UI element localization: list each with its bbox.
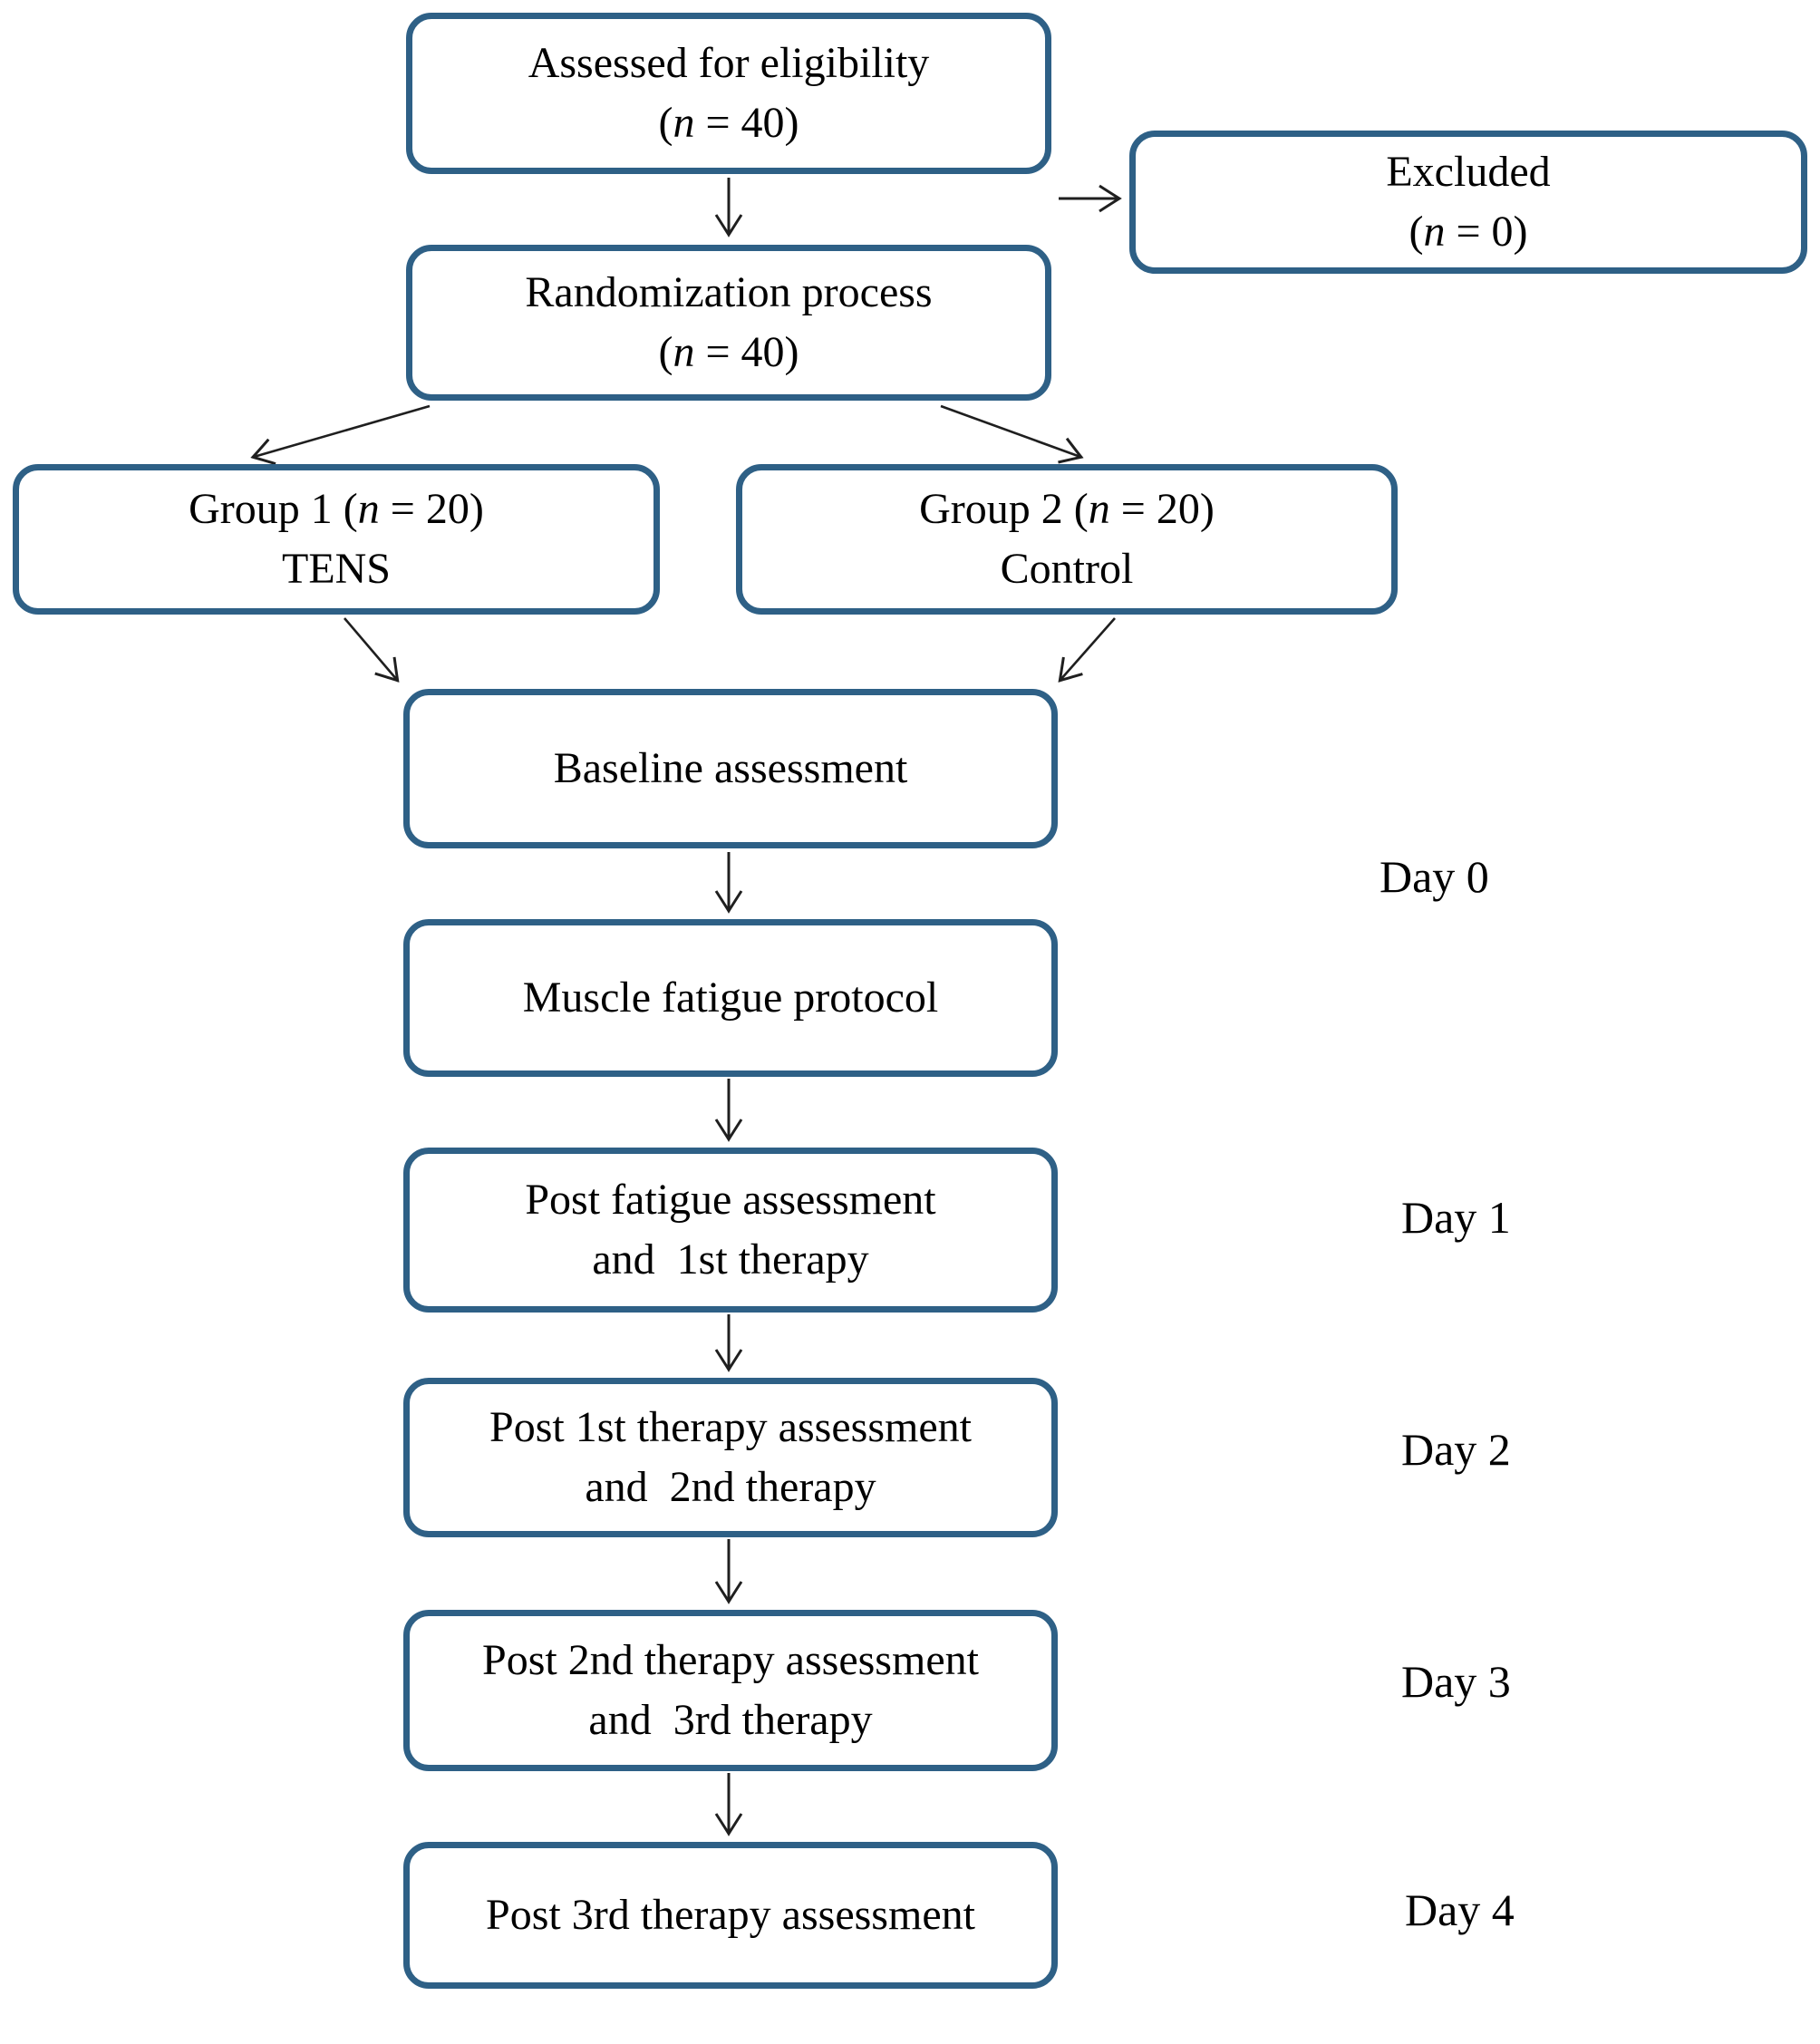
box-post-2nd-therapy-assessment: Post 2nd therapy assessment and 3rd ther… [403, 1610, 1058, 1771]
box-line: TENS [282, 545, 391, 593]
box-line: Post fatigue assessment [525, 1175, 936, 1224]
box-line: and 1st therapy [592, 1235, 869, 1284]
day-label-2: Day 2 [1401, 1424, 1511, 1475]
box-line: Control [1000, 545, 1134, 593]
box-post-1st-therapy-assessment: Post 1st therapy assessment and 2nd ther… [403, 1378, 1058, 1537]
arrow-group1-to-baseline [344, 617, 400, 683]
box-line: Assessed for eligibility [528, 38, 930, 87]
box-line: Group 2 (n = 20) [919, 484, 1215, 533]
box-line: Randomization process [525, 267, 933, 316]
day-label-4: Day 4 [1405, 1884, 1515, 1935]
box-line: Post 1st therapy assessment [489, 1402, 972, 1451]
box-line: and 3rd therapy [588, 1696, 873, 1744]
day-label-3: Day 3 [1401, 1656, 1511, 1707]
box-baseline-assessment: Baseline assessment [403, 689, 1058, 848]
box-muscle-fatigue-protocol: Muscle fatigue protocol [403, 919, 1058, 1077]
box-line: (n = 40) [658, 99, 799, 147]
box-line: Post 3rd therapy assessment [486, 1890, 975, 1939]
box-line: and 2nd therapy [585, 1463, 876, 1511]
day-label-1: Day 1 [1401, 1192, 1511, 1243]
box-randomization-process: Randomization process (n = 40) [406, 245, 1051, 401]
box-post-fatigue-assessment: Post fatigue assessment and 1st therapy [403, 1148, 1058, 1313]
box-line: Baseline assessment [553, 743, 908, 792]
box-line: (n = 40) [658, 328, 799, 376]
box-line: Muscle fatigue protocol [522, 973, 939, 1022]
box-line: Excluded [1386, 147, 1551, 196]
box-line: Group 1 (n = 20) [189, 484, 484, 533]
box-post-3rd-therapy-assessment: Post 3rd therapy assessment [403, 1842, 1058, 1989]
box-assessed-eligibility: Assessed for eligibility (n = 40) [406, 13, 1051, 174]
arrow-group2-to-baseline [1058, 617, 1116, 683]
day-label-0: Day 0 [1380, 851, 1489, 902]
arrow-randomization-to-group1 [250, 404, 431, 466]
box-line: Post 2nd therapy assessment [482, 1635, 979, 1684]
box-excluded: Excluded (n = 0) [1129, 131, 1807, 274]
box-group1-tens: Group 1 (n = 20) TENS [13, 464, 660, 615]
box-group2-control: Group 2 (n = 20) Control [736, 464, 1398, 615]
box-line: (n = 0) [1409, 208, 1528, 256]
arrow-randomization-to-group2 [940, 404, 1084, 464]
